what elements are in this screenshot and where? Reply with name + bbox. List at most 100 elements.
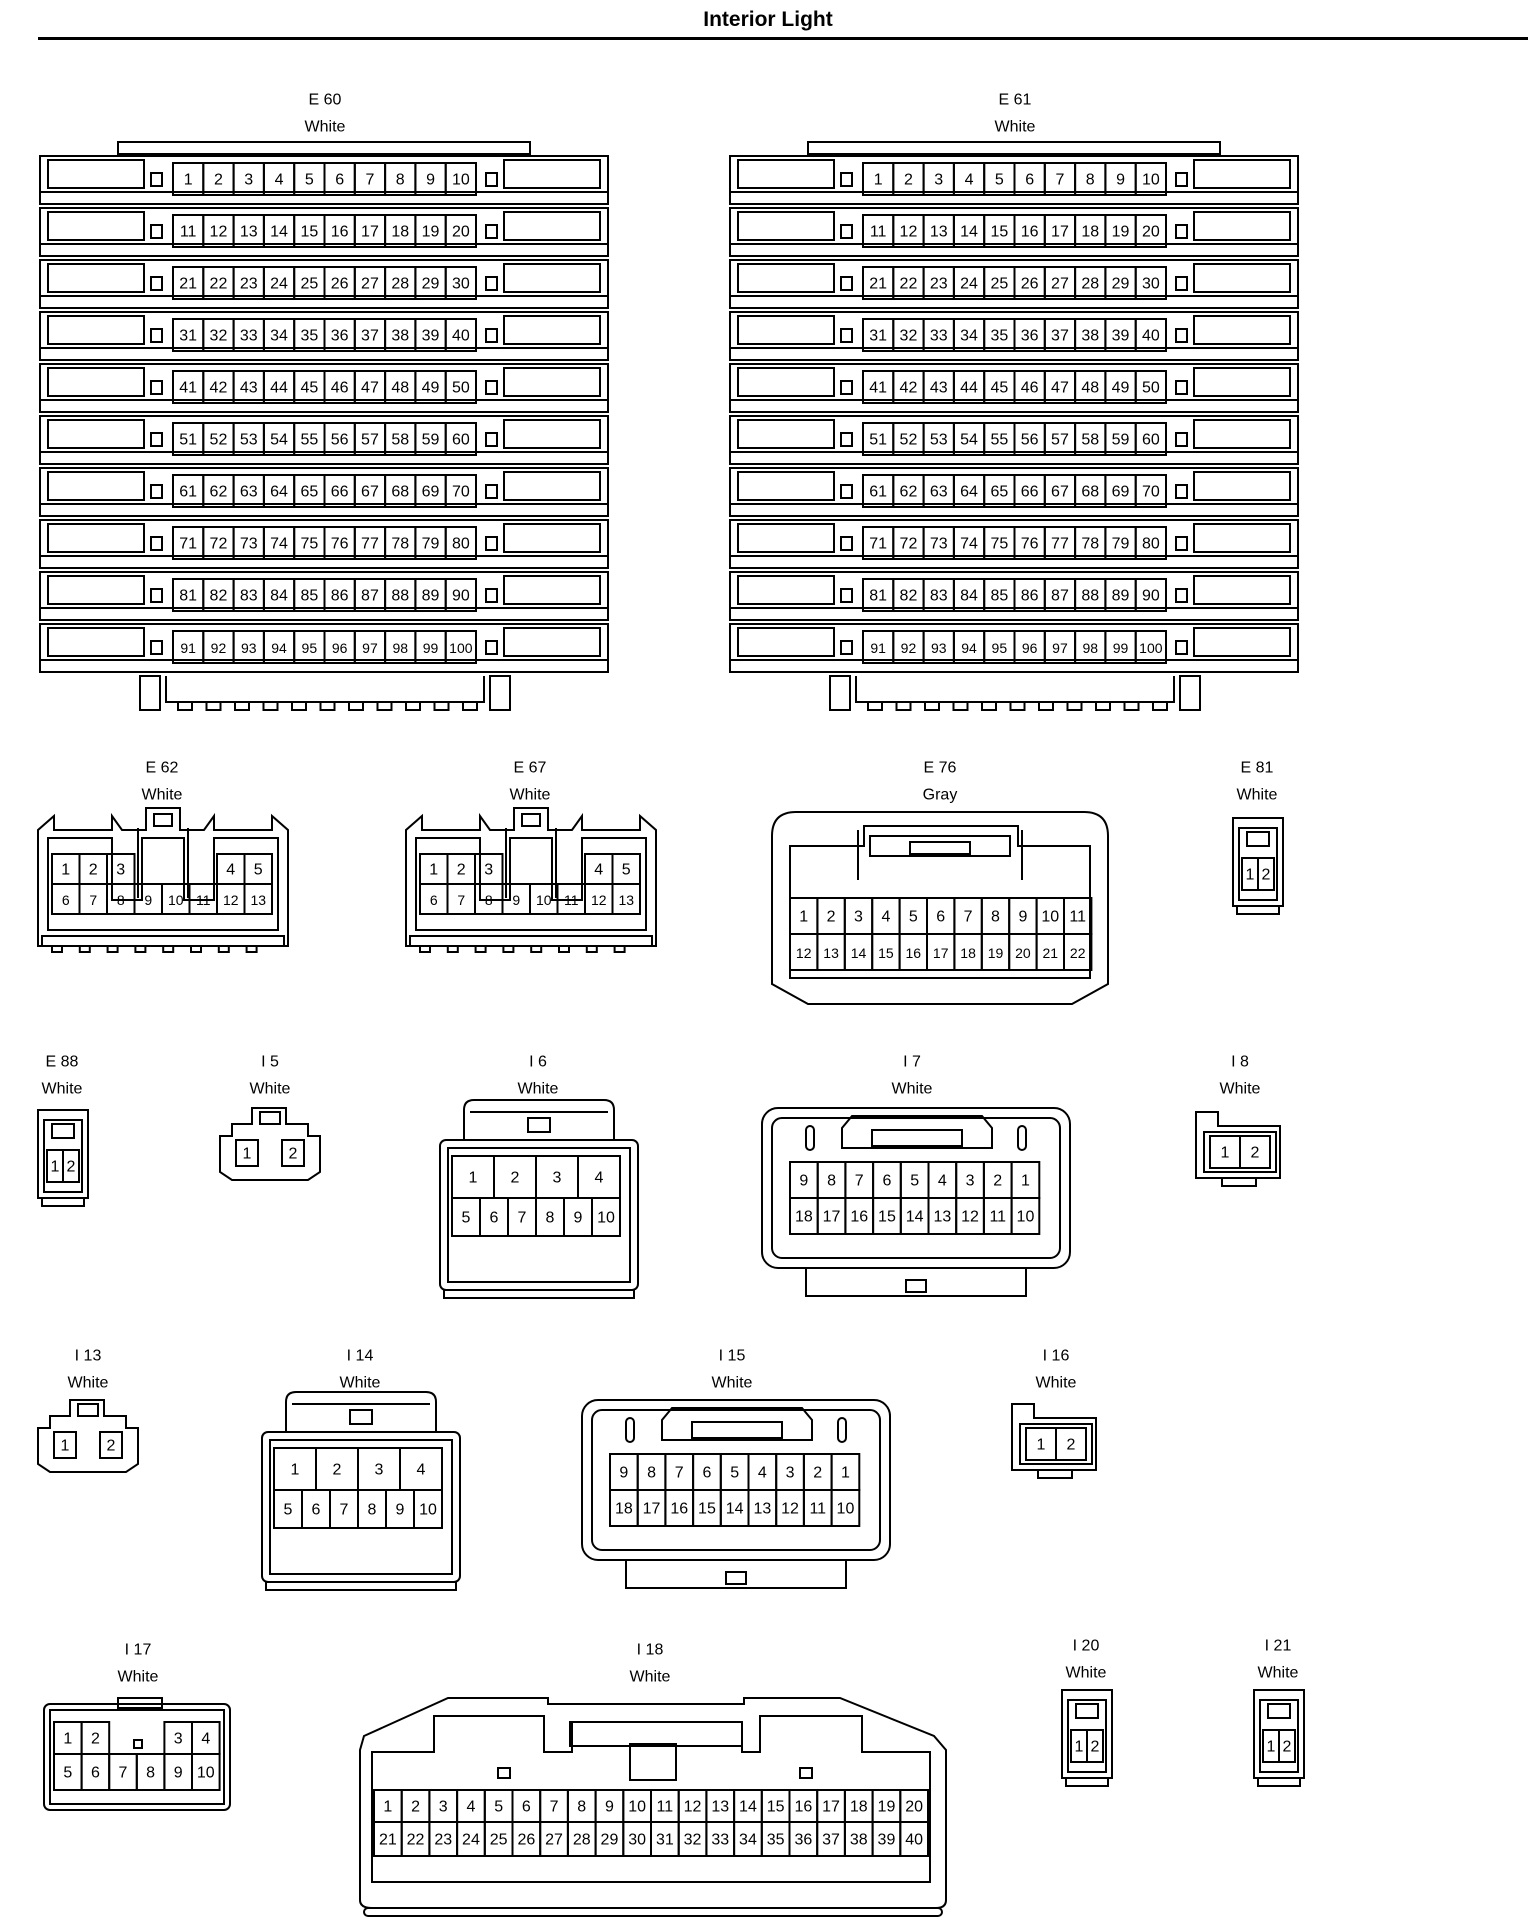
- base-rail: [41, 935, 285, 947]
- pin-cell: [191, 1753, 221, 1791]
- bracket-tooth: [462, 701, 478, 711]
- bracket-tooth: [1038, 701, 1054, 711]
- pin-number: 16: [850, 1209, 868, 1226]
- latch-window: [569, 1721, 743, 1747]
- pin-number: 2: [67, 1159, 76, 1176]
- connector-id: I 15: [719, 1348, 746, 1365]
- row-tab: [503, 575, 601, 605]
- pin-number: 3: [854, 909, 863, 926]
- lock-square: [150, 172, 163, 187]
- housing: [761, 1107, 1071, 1269]
- pin-number: 1: [61, 1438, 70, 1455]
- pin-number: 74: [960, 536, 978, 553]
- top-hood: [463, 1099, 615, 1140]
- pin-number: 13: [250, 892, 266, 908]
- pin-number: 5: [63, 1765, 72, 1782]
- row-housing: [729, 415, 1299, 465]
- lock-square: [840, 640, 853, 655]
- lock-square: [1175, 484, 1188, 499]
- pin-number: 7: [457, 892, 465, 908]
- connector-id: I 18: [637, 1642, 664, 1659]
- lock-square: [1175, 588, 1188, 603]
- pin-number: 77: [361, 536, 379, 553]
- pin-number: 2: [411, 1799, 420, 1816]
- row-housing: [39, 415, 609, 465]
- pin-number: 10: [1142, 172, 1160, 189]
- pin-number: 12: [223, 892, 239, 908]
- pin-number: 74: [270, 536, 288, 553]
- inner-face: [789, 825, 1091, 979]
- lock-square: [485, 588, 498, 603]
- inner-face: [1259, 1699, 1299, 1773]
- pin-number: 2: [813, 1465, 822, 1482]
- pin-number: 67: [1051, 484, 1069, 501]
- pin-number: 4: [417, 1462, 426, 1479]
- latch: [841, 1115, 993, 1149]
- inner-face: [269, 1439, 453, 1575]
- pin-number: 8: [827, 1173, 836, 1190]
- pin-cell: [1134, 578, 1167, 612]
- lock-square: [150, 328, 163, 343]
- pin-number: 96: [332, 640, 348, 656]
- row-tab: [47, 523, 145, 553]
- pin-number: 2: [89, 862, 98, 879]
- pin-number: 38: [1081, 328, 1099, 345]
- lock-square: [840, 276, 853, 291]
- bracket-tooth: [376, 701, 393, 711]
- pin-number: 35: [767, 1832, 785, 1849]
- pin-number: 44: [960, 380, 978, 397]
- rail-tooth: [613, 945, 626, 953]
- pin-number: 11: [989, 1209, 1006, 1226]
- row-tab: [503, 627, 601, 657]
- lock-square: [1175, 172, 1188, 187]
- base-rail: [1037, 1469, 1073, 1479]
- housing: [771, 811, 1109, 1005]
- pin-number: 53: [240, 432, 258, 449]
- pin-number: 18: [795, 1209, 813, 1226]
- row-tab: [503, 523, 601, 553]
- pin-number: 65: [300, 484, 318, 501]
- pin-number: 81: [869, 588, 887, 605]
- pin-number: 23: [240, 276, 258, 293]
- pin-number: 68: [391, 484, 409, 501]
- row-tab: [1193, 419, 1291, 449]
- row-housing: [39, 207, 609, 257]
- pin-number: 4: [594, 862, 603, 879]
- pin-number: 7: [550, 1799, 559, 1816]
- pin-number: 1: [1037, 1437, 1046, 1454]
- pin-number: 4: [938, 1173, 947, 1190]
- pin-cell: [1278, 1729, 1296, 1763]
- row-tab: [737, 523, 835, 553]
- latch-arm: [857, 830, 1023, 880]
- pin-number: 9: [512, 892, 520, 908]
- pin-number: 7: [964, 909, 973, 926]
- inner-face: [771, 1117, 1061, 1259]
- lock-square: [1175, 224, 1188, 239]
- pin-number: 14: [739, 1799, 757, 1816]
- pin-number: 19: [422, 224, 440, 241]
- pin-number: 41: [179, 380, 197, 397]
- connector-color: White: [630, 1669, 671, 1686]
- pin-number: 19: [878, 1799, 896, 1816]
- pin-number: 59: [1112, 432, 1130, 449]
- pin-number: 34: [270, 328, 288, 345]
- pin-number: 26: [1021, 276, 1039, 293]
- pin-number: 2: [91, 1731, 100, 1748]
- pin-number: 6: [702, 1465, 711, 1482]
- top-lip: [807, 141, 1221, 155]
- pin-number: 36: [1021, 328, 1039, 345]
- latch: [1075, 1703, 1099, 1719]
- pin-number: 80: [1142, 536, 1160, 553]
- inner-face: [1203, 1131, 1277, 1173]
- pin-number: 9: [574, 1210, 583, 1227]
- pin-number: 69: [422, 484, 440, 501]
- lock-square: [485, 276, 498, 291]
- pin-number: 2: [107, 1438, 116, 1455]
- pin-number: 10: [536, 892, 552, 908]
- bracket-tooth: [205, 701, 222, 711]
- base-rail: [443, 1289, 635, 1299]
